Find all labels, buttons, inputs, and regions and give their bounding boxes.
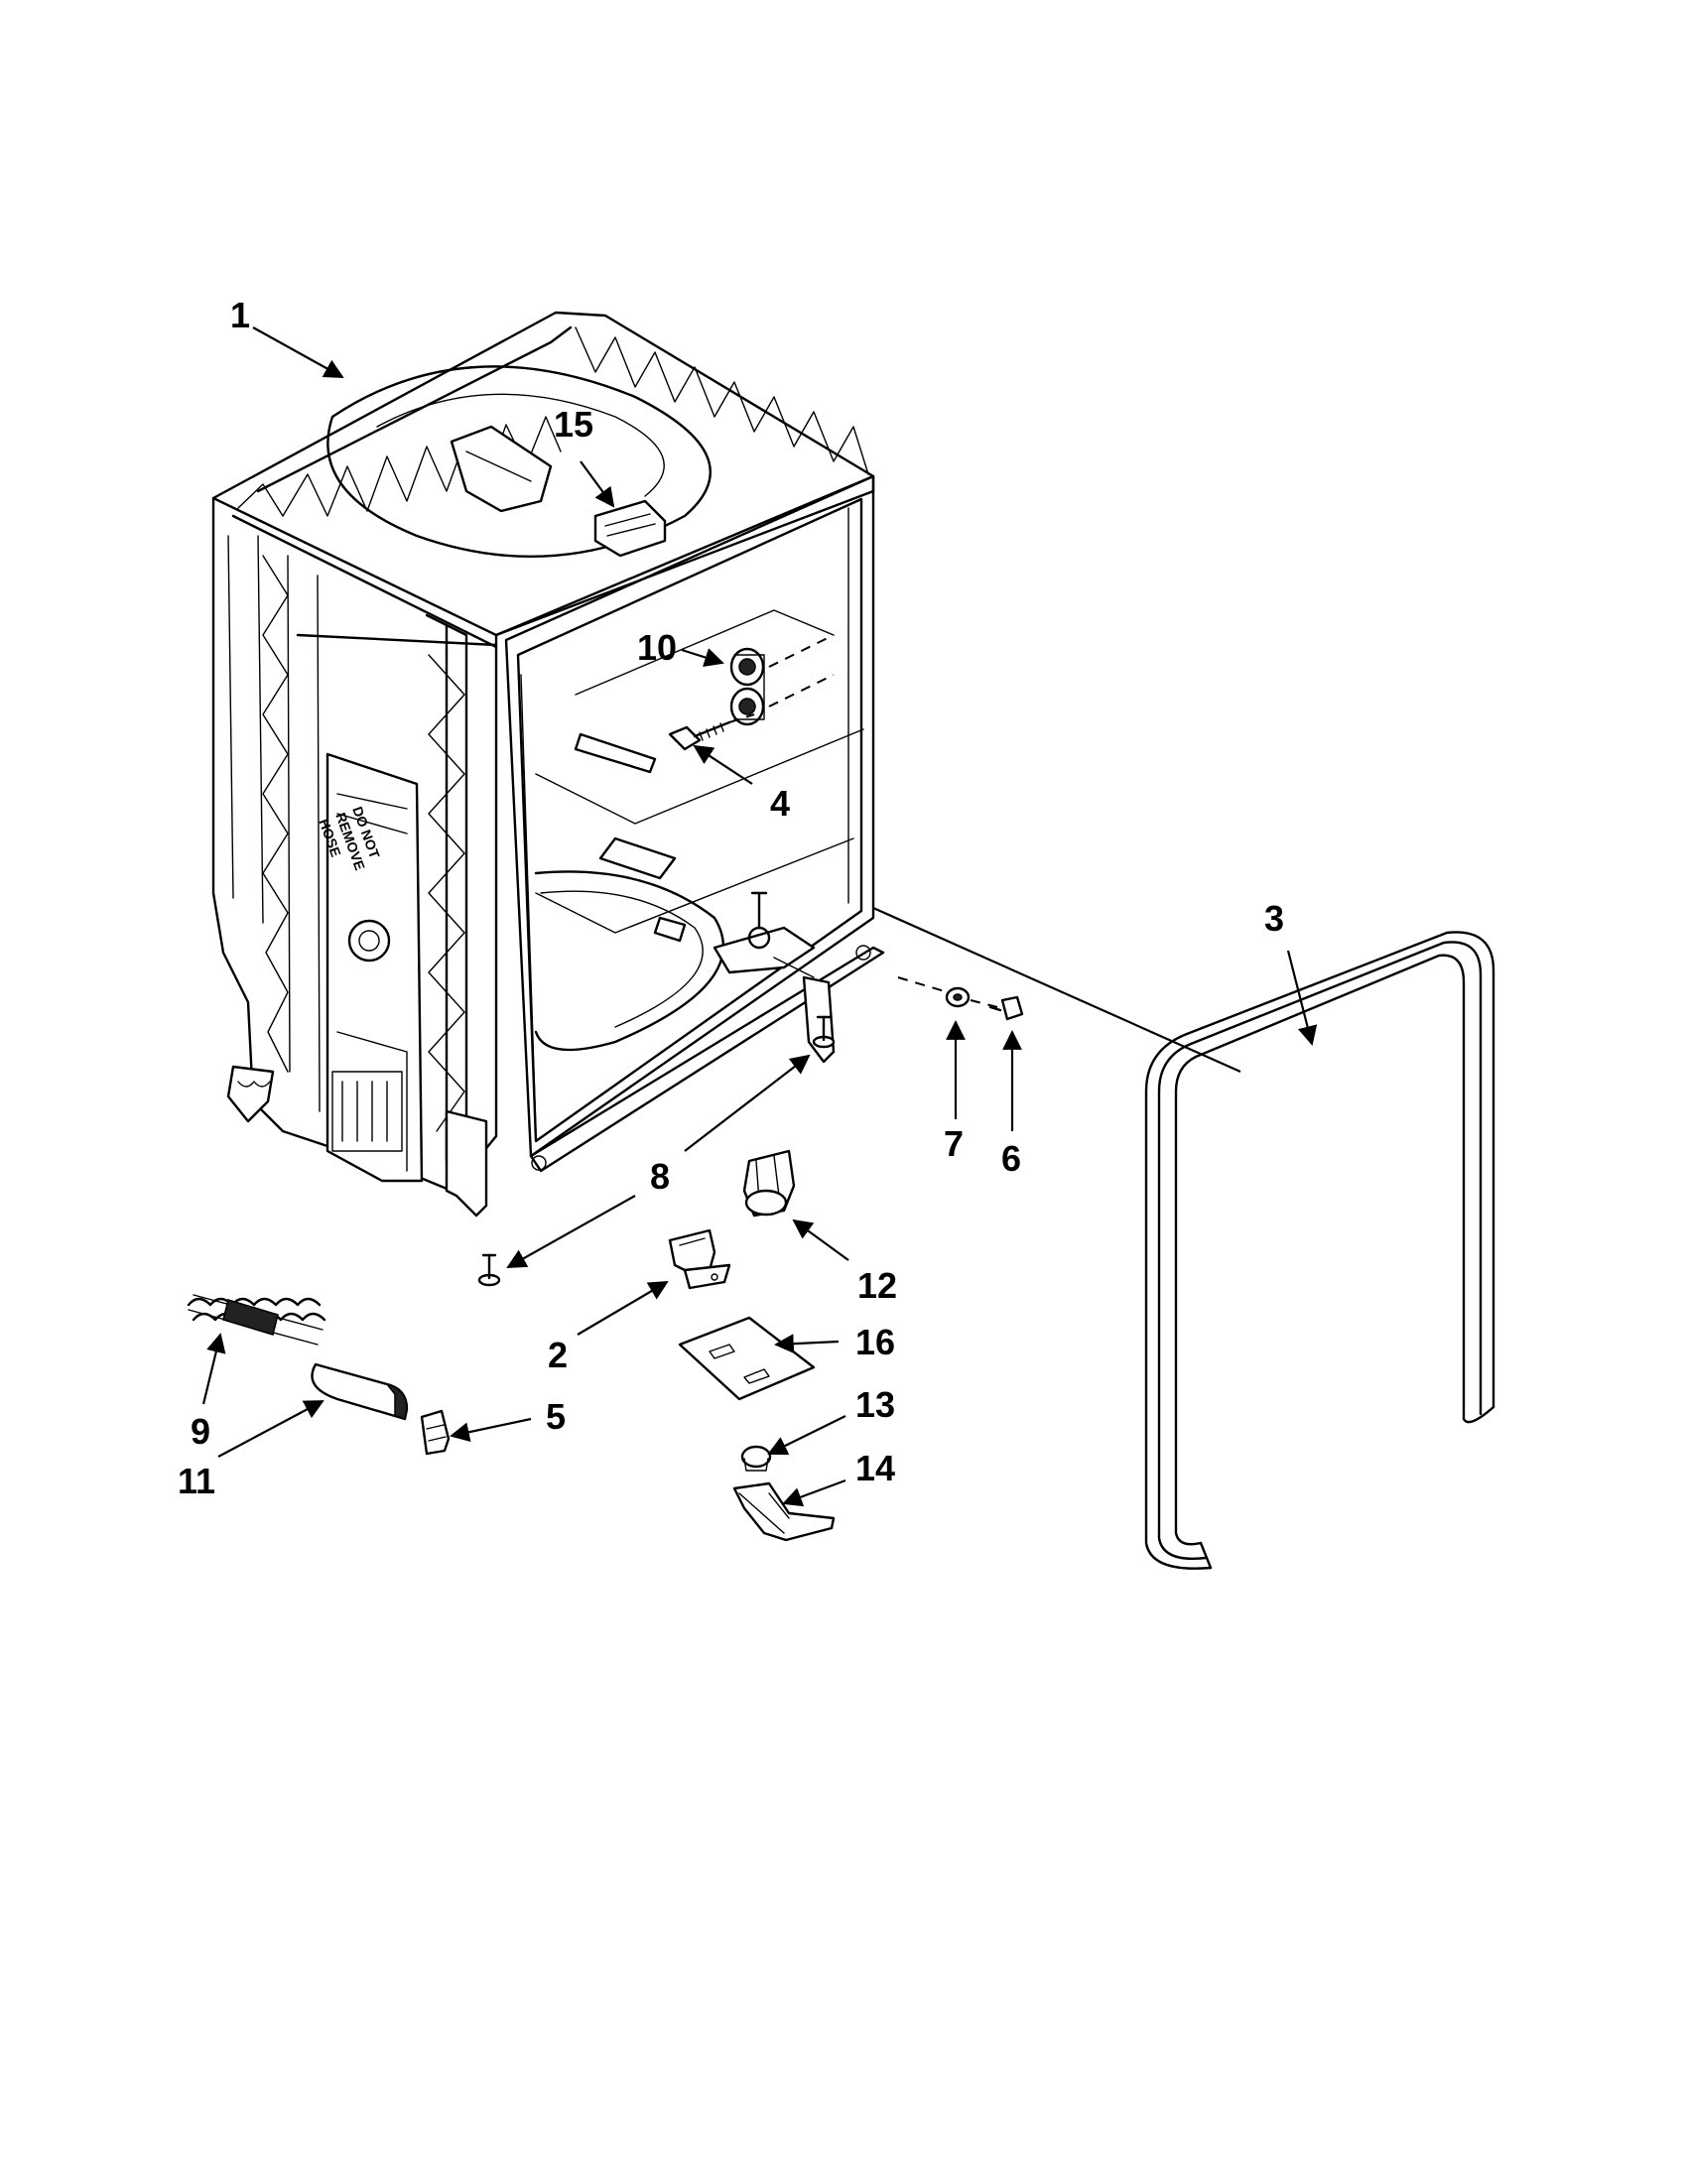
leader-3 [1286, 950, 1318, 1046]
callout-5: 5 [546, 1396, 566, 1437]
part-4-screw [668, 720, 731, 751]
part-3-door-gasket [1144, 931, 1495, 1570]
leader-lines [201, 326, 1318, 1507]
seal-reference-line [872, 906, 1241, 1074]
part-11-pad [311, 1362, 409, 1421]
callout-14: 14 [855, 1448, 895, 1488]
callout-9: 9 [191, 1411, 210, 1452]
callout-11: 11 [178, 1461, 215, 1501]
part-8-leg-right [812, 1015, 836, 1049]
leader-2 [577, 1280, 669, 1336]
leader-8-up [684, 1054, 811, 1152]
do-not-remove-hose-label: DO NOT REMOVE HOSE [316, 805, 383, 873]
part-10-roller [729, 647, 765, 726]
part-16-plate [678, 1316, 816, 1401]
tub-assembly: DO NOT REMOVE HOSE [211, 311, 885, 1218]
leader-9 [201, 1333, 226, 1405]
callout-7: 7 [944, 1123, 964, 1164]
callout-8: 8 [650, 1156, 670, 1197]
leader-15 [580, 460, 615, 508]
part-5-block [420, 1409, 451, 1456]
callout-6: 6 [1001, 1138, 1021, 1179]
callout-16: 16 [855, 1322, 895, 1362]
leader-10 [681, 648, 724, 668]
callout-15: 15 [554, 404, 593, 445]
callout-13: 13 [855, 1384, 895, 1425]
callout-3: 3 [1264, 898, 1284, 939]
part-14-bracket [732, 1481, 836, 1542]
callout-10: 10 [637, 627, 677, 668]
part-13-sensor [740, 1445, 772, 1472]
leader-16 [774, 1334, 840, 1354]
leader-1 [252, 326, 344, 378]
part-8-leg-left [477, 1253, 501, 1287]
callout-numbers: 1 15 10 4 3 7 6 8 12 2 16 13 14 9 11 5 [178, 295, 1284, 1501]
part-12-clip [742, 1149, 796, 1218]
callout-4: 4 [770, 783, 790, 824]
part-6-screw [988, 995, 1024, 1021]
callout-1: 1 [230, 295, 250, 335]
leader-11 [217, 1400, 325, 1458]
part-2-bracket [668, 1228, 731, 1290]
leader-4 [693, 744, 753, 785]
leader-12 [792, 1219, 849, 1261]
leader-14 [782, 1478, 846, 1507]
callout-12: 12 [857, 1265, 897, 1306]
callout-2: 2 [548, 1335, 568, 1375]
part-7-washer [945, 986, 971, 1008]
leader-5 [450, 1417, 532, 1442]
leader-8-down [506, 1195, 636, 1268]
part-9-spring [187, 1294, 326, 1346]
leader-13 [767, 1415, 846, 1455]
